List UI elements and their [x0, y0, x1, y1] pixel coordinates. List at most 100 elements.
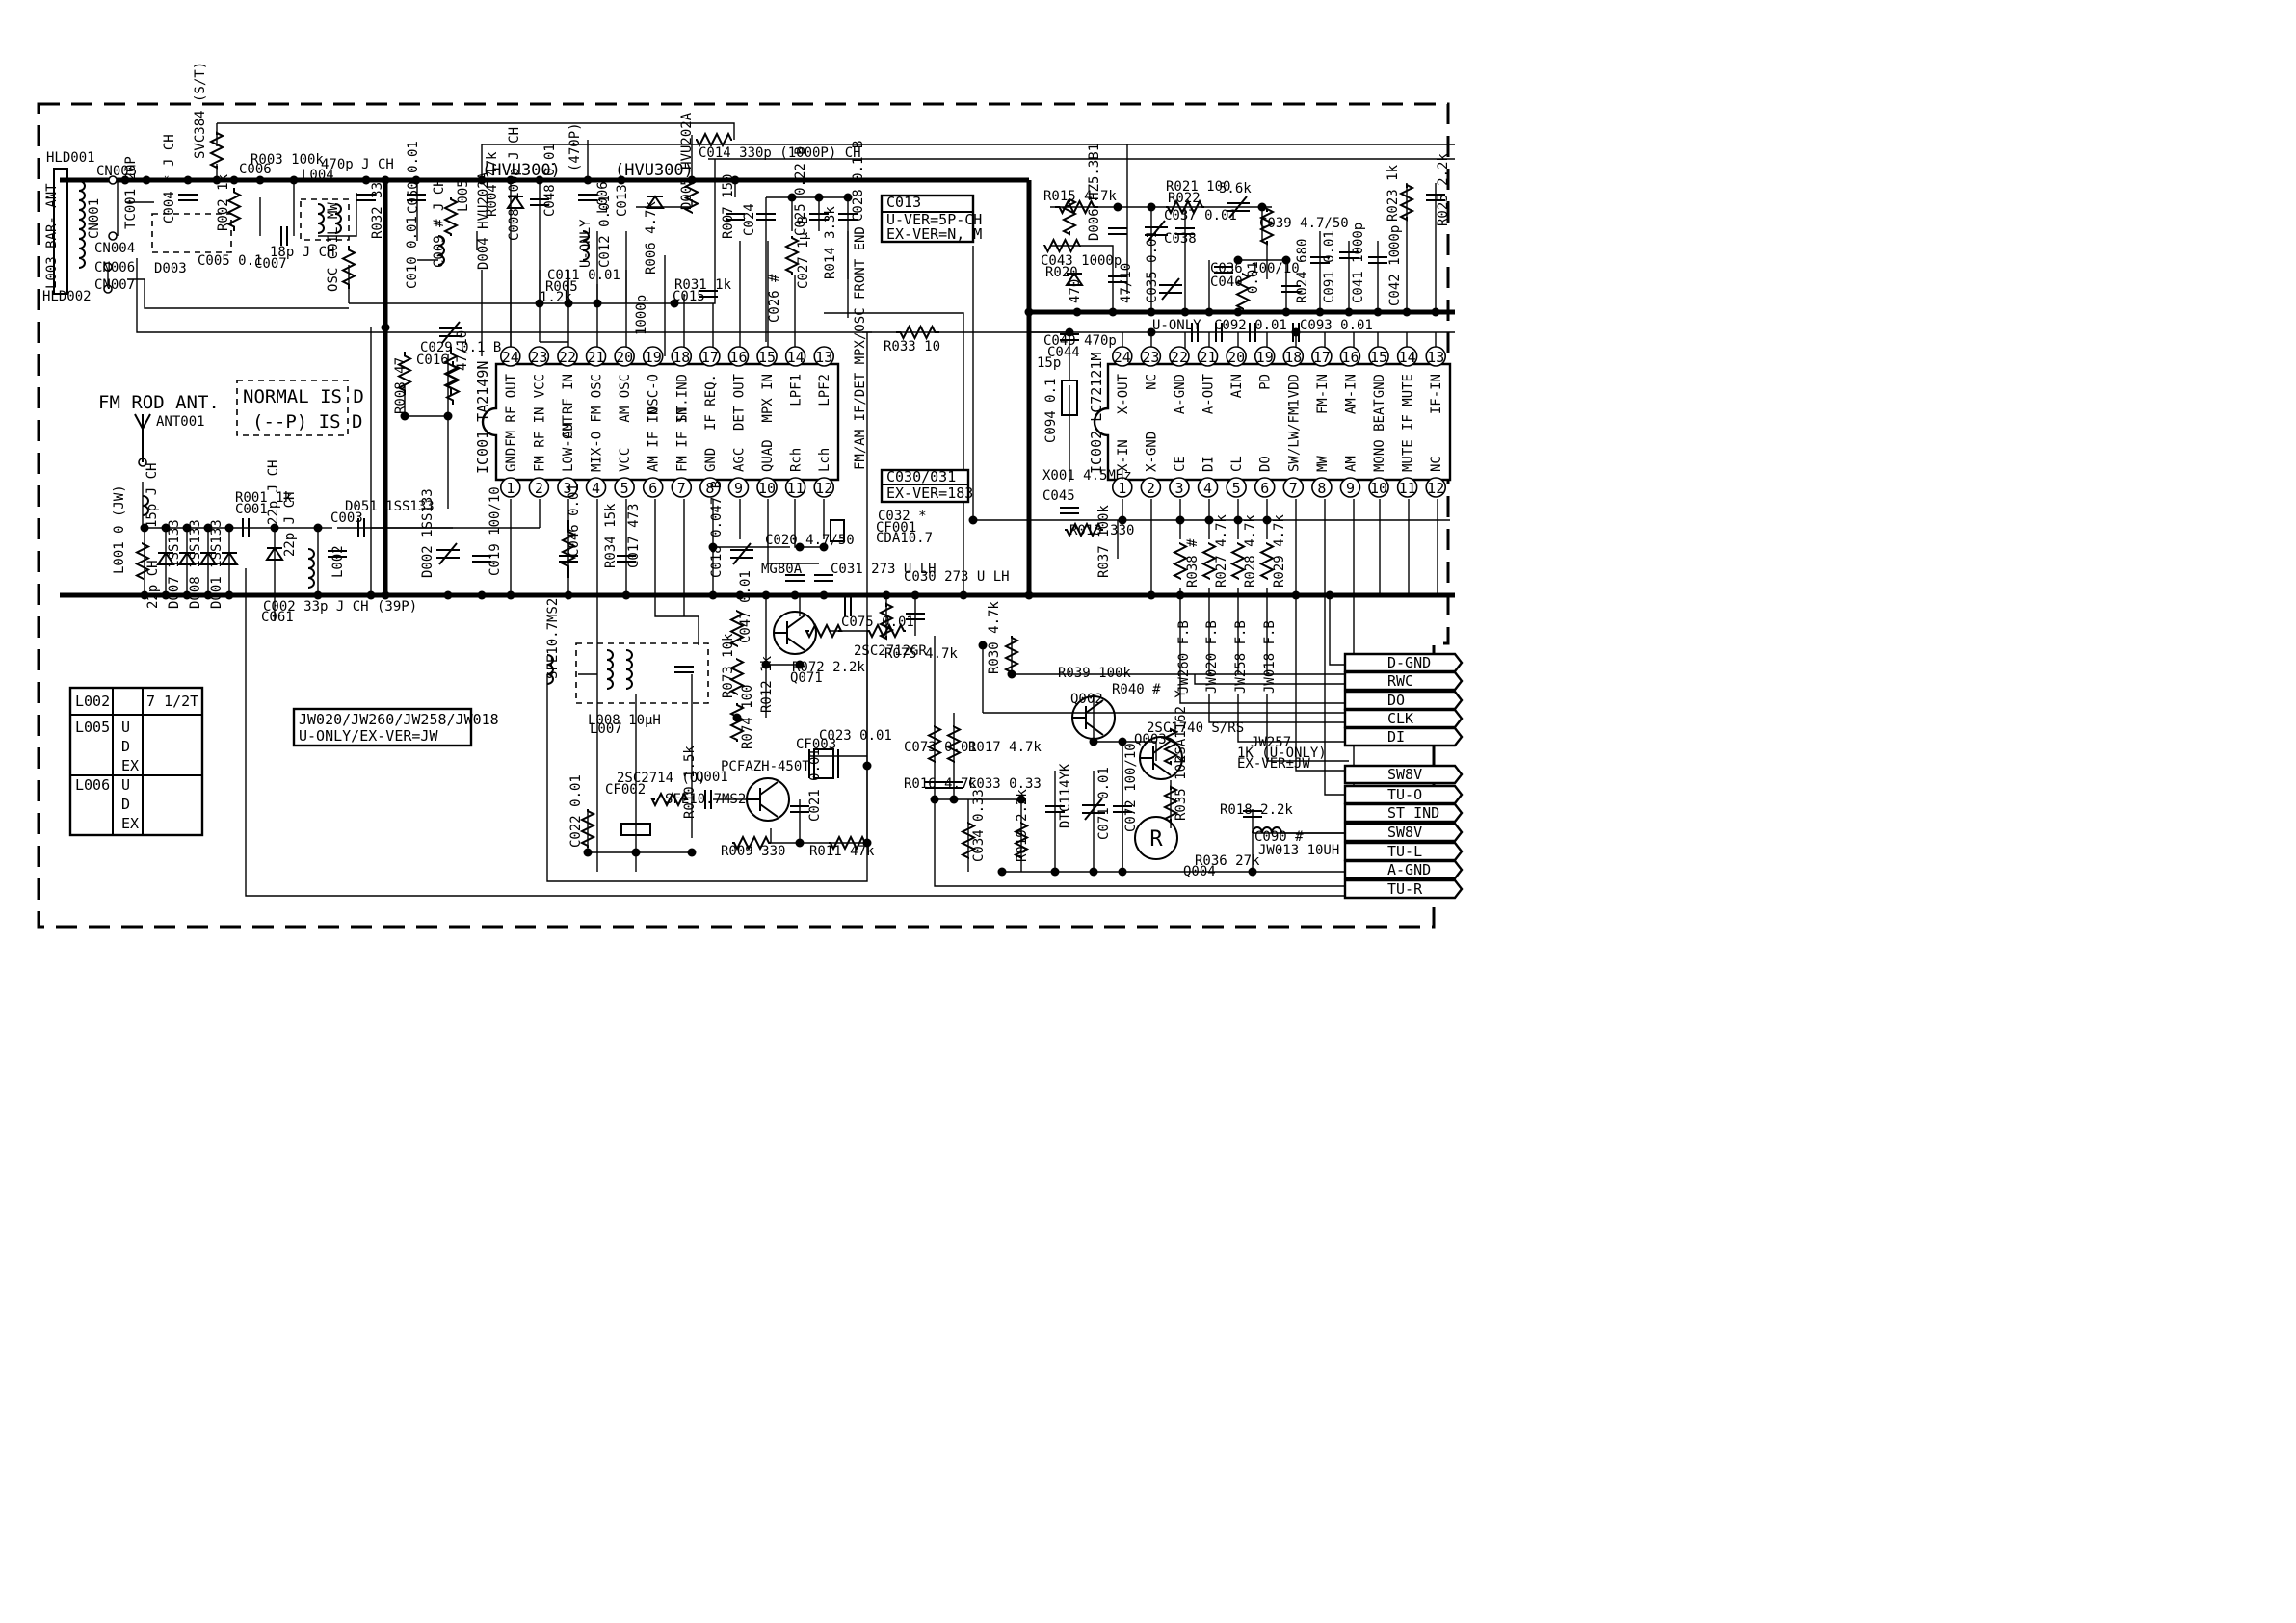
connector-label: DO	[1387, 692, 1405, 709]
resistor	[728, 703, 746, 742]
component-label: C010 0.01	[405, 216, 420, 289]
junction-dot	[1315, 307, 1325, 317]
ic002-name: IC002 LC72121M	[1088, 353, 1105, 474]
junction-dot	[1204, 515, 1214, 525]
junction-dot	[1402, 307, 1412, 317]
transistor-leads	[1072, 699, 1104, 736]
junction-dot	[843, 193, 853, 202]
inductor	[1252, 826, 1282, 834]
component-label: R037 100k	[1096, 505, 1112, 578]
capacitor	[1215, 323, 1223, 342]
table-cell: U	[121, 719, 130, 736]
note-line: (--P) IS D	[252, 411, 362, 432]
component-label: R012 1k	[759, 655, 775, 713]
junction-dot	[708, 542, 718, 552]
junction-dot	[535, 299, 544, 308]
pin-number: 22	[559, 349, 576, 366]
wire	[349, 159, 716, 304]
component-label: C033 0.33	[968, 776, 1042, 792]
component-label: C038	[1164, 231, 1197, 247]
capacitor	[472, 555, 491, 563]
capacitor	[357, 518, 365, 537]
pin-13	[1425, 346, 1447, 367]
junction-dot	[978, 641, 988, 650]
resistor	[1061, 197, 1078, 236]
component-label: C035 0.01	[1145, 230, 1160, 303]
junction-dot	[862, 838, 872, 848]
electrolytic-capacitor	[1082, 798, 1105, 821]
junction-dot	[732, 713, 742, 722]
pin-label: MIX-O	[590, 432, 605, 472]
pin-number: 5	[1232, 480, 1241, 497]
junction-dot	[506, 590, 515, 600]
resistor	[696, 131, 732, 148]
pin-number: 17	[701, 349, 719, 366]
wire	[1094, 741, 1157, 761]
component-label: L004	[302, 168, 334, 183]
junction-dot	[203, 523, 213, 533]
connector-7: TU-O	[1343, 784, 1464, 805]
component-label: JW020 F.B	[1204, 620, 1220, 694]
connector-9: SW8V	[1343, 822, 1464, 843]
pin-number: 3	[1174, 480, 1183, 497]
component-label: C090 #	[1254, 829, 1304, 845]
capacitor	[559, 555, 578, 563]
pin-number: 19	[645, 349, 662, 366]
capacitor	[699, 290, 718, 298]
pin-17	[1311, 346, 1333, 367]
component-label: C031 273 U LH	[831, 562, 937, 577]
component-label: HLD002	[42, 289, 92, 304]
wire	[767, 499, 819, 564]
component-label: 22p J CH	[282, 492, 298, 557]
junction-dot	[142, 175, 151, 185]
capacitor	[1214, 266, 1233, 274]
component-label: R005	[545, 279, 578, 295]
resistor	[783, 236, 801, 275]
pin-15	[1368, 346, 1389, 367]
capacitor	[407, 194, 426, 201]
junction-dot	[564, 590, 573, 600]
component-label: EX-VER±JW	[1237, 756, 1310, 772]
capacitor	[1368, 256, 1387, 264]
connector-label: TU-L	[1387, 843, 1422, 860]
wire	[245, 568, 1349, 897]
junction-dot	[183, 175, 193, 185]
pin-7	[1282, 477, 1305, 498]
resistor	[1042, 237, 1082, 254]
resistor	[829, 834, 867, 851]
component-label: R031 1k	[674, 277, 732, 293]
pin-9	[727, 477, 750, 498]
junction-dot	[910, 590, 920, 600]
component-label: 2SC2712GR	[854, 643, 927, 659]
pin-number: 16	[1341, 349, 1359, 366]
pin-label: PD	[1258, 374, 1274, 390]
pin-label: CE	[1173, 456, 1188, 472]
resistor	[945, 724, 963, 764]
junction-dot	[161, 523, 171, 533]
junction-dot	[1118, 737, 1127, 746]
capacitor	[280, 226, 288, 246]
diode	[646, 195, 665, 209]
junction-dot	[182, 523, 192, 533]
diode	[156, 551, 175, 565]
pin-number: 1	[1118, 480, 1126, 497]
pin-number: 14	[787, 349, 805, 366]
junction-dot	[361, 175, 371, 185]
junction-dot	[1024, 590, 1034, 600]
component-label: C015	[673, 289, 705, 304]
pin-23	[1140, 346, 1162, 367]
junction-dot	[313, 523, 323, 533]
capacitor	[356, 194, 376, 201]
resistor	[208, 131, 225, 170]
component-label: R036 27k	[1195, 853, 1260, 869]
pin-number: 16	[729, 349, 747, 366]
resistor	[1398, 183, 1415, 222]
junction-dot	[1344, 307, 1354, 317]
pin-label: MW	[1315, 456, 1331, 472]
note-c030-box	[880, 468, 970, 504]
crystal-x001	[1061, 380, 1078, 416]
pin-label: AM-IN	[1343, 374, 1359, 414]
junction-dot	[224, 523, 234, 533]
